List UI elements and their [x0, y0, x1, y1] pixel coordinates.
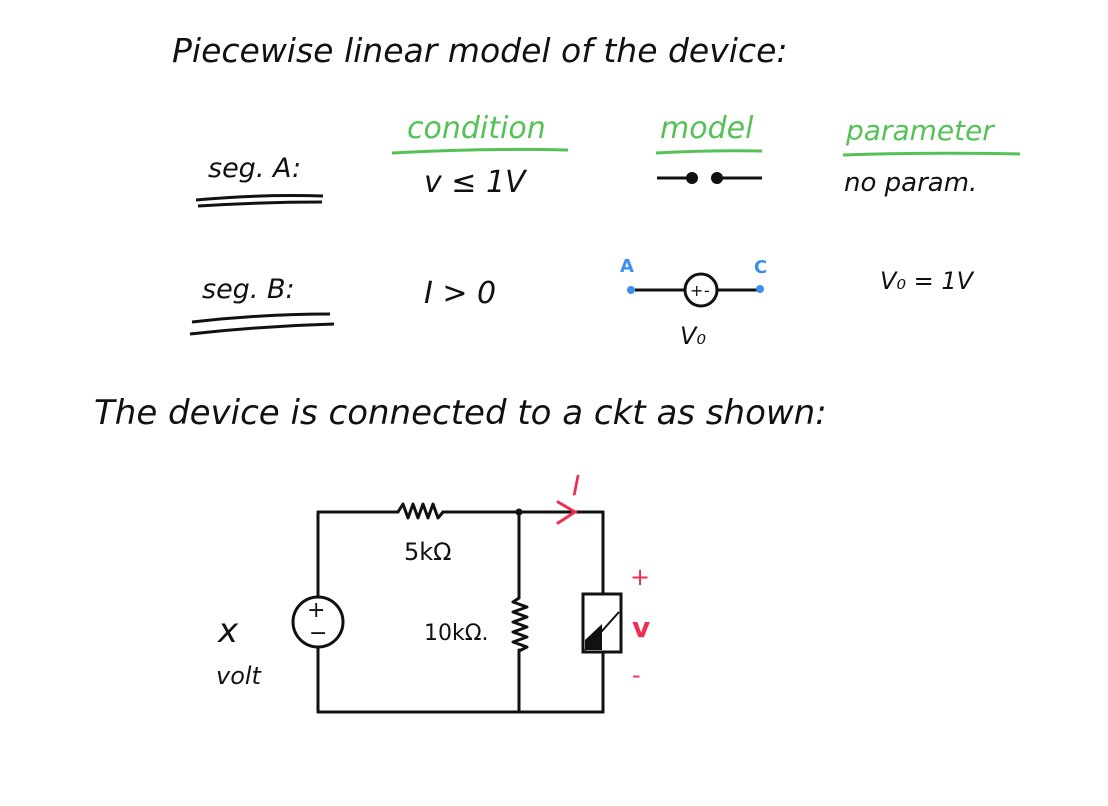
- seg-a-underline: [195, 194, 324, 208]
- shunt-resistor-label: 10kΩ.: [424, 621, 489, 646]
- seg-b-condition: I > 0: [424, 276, 496, 311]
- seg-a-label: seg. A:: [208, 153, 301, 184]
- series-resistor: [396, 502, 445, 520]
- voltage-source-plus: +: [307, 598, 325, 623]
- circuit-diagram: + − x volt 5kΩ 10kΩ. I + v -: [216, 469, 650, 714]
- device-v-label: v: [632, 611, 650, 644]
- header-model: model: [660, 111, 754, 146]
- terminal-c-label: C: [754, 257, 767, 278]
- seg-a-parameter: no param.: [844, 168, 977, 198]
- page-title: Piecewise linear model of the device:: [172, 31, 788, 70]
- seg-b-label: seg. B:: [202, 274, 295, 305]
- source-unit: volt: [216, 662, 263, 690]
- header-condition-underline: [391, 147, 569, 155]
- current-label: I: [572, 469, 580, 502]
- source-value-x: x: [217, 611, 239, 651]
- current-arrow: [556, 500, 578, 525]
- device-v-minus: -: [632, 661, 641, 689]
- source-v0-label: V₀: [680, 322, 706, 350]
- seg-a-condition: v ≤ 1V: [424, 165, 528, 200]
- terminal-a-dot: [627, 286, 635, 294]
- seg-b-parameter: V₀ = 1V: [880, 267, 975, 295]
- header-parameter-underline: [842, 151, 1021, 157]
- device-v-plus: +: [630, 563, 650, 591]
- header-parameter: parameter: [845, 114, 995, 147]
- seg-b-underline: [189, 312, 335, 336]
- source-minus: -: [704, 281, 710, 300]
- source-plus: +: [690, 281, 703, 300]
- voltage-source-minus: −: [309, 621, 327, 646]
- header-condition: condition: [407, 111, 546, 146]
- voltage-source-model-icon: A + - C V₀: [620, 256, 767, 350]
- terminal-c-dot: [756, 285, 764, 293]
- header-model-underline: [655, 149, 763, 155]
- series-resistor-label: 5kΩ: [404, 538, 452, 566]
- device-shading: [585, 624, 602, 650]
- terminal-a-label: A: [620, 256, 634, 277]
- short-circuit-model-icon: [657, 172, 762, 184]
- subtitle: The device is connected to a ckt as show…: [94, 393, 827, 433]
- shunt-resistor: [511, 596, 529, 653]
